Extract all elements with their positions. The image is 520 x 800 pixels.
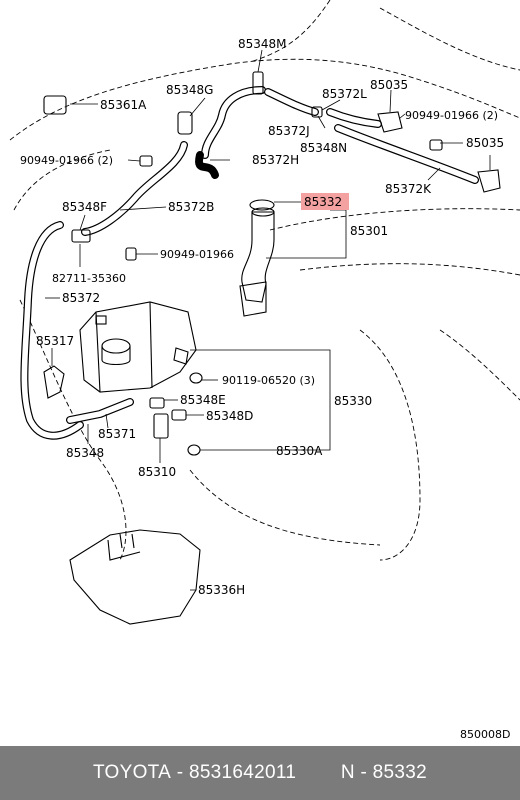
pump-assembly (43, 365, 203, 456)
parts-diagram: 85348M 85348G 85361A 85035 85372L 90949-… (9, 0, 520, 741)
grommet-85330a (187, 444, 201, 456)
label-85301[interactable]: 85301 (350, 224, 388, 238)
label-85348d[interactable]: 85348D (206, 409, 253, 423)
label-85348g[interactable]: 85348G (166, 83, 213, 97)
motor-85317 (43, 365, 65, 399)
label-85310[interactable]: 85310 (138, 465, 176, 479)
footer-gap (296, 762, 341, 784)
bolt-90119 (189, 372, 203, 384)
label-85317[interactable]: 85317 (36, 334, 74, 348)
joint-85348e (149, 397, 165, 409)
label-85348f[interactable]: 85348F (62, 200, 107, 214)
nozzles-connectors (43, 71, 501, 261)
label-82711-35360[interactable]: 82711-35360 (52, 272, 126, 285)
label-90949-01966[interactable]: 90949-01966 (160, 248, 234, 261)
label-85372j[interactable]: 85372J (268, 124, 310, 138)
footer-ref-prefix: N - (340, 762, 373, 783)
part-labels: 85348M 85348G 85361A 85035 85372L 90949-… (20, 37, 510, 741)
footer-ref-number: 85332 (372, 762, 428, 783)
footer-bar: TOYOTA - 8531642011 N - 85332 (0, 746, 520, 800)
clip-90949-b (429, 139, 443, 151)
label-85372k[interactable]: 85372K (385, 182, 432, 196)
joint-85372j (311, 106, 323, 118)
label-90119-06520-3[interactable]: 90119-06520 (3) (222, 374, 315, 387)
joint-85348d (171, 409, 187, 421)
footer-brand: TOYOTA (92, 762, 172, 783)
diagram-code: 850008D (460, 728, 510, 741)
filler-neck-85301 (239, 199, 275, 317)
label-90949-01966-2-b[interactable]: 90949-01966 (2) (20, 154, 113, 167)
nozzle-85035-a (377, 111, 403, 133)
highlight-box-85332 (301, 193, 349, 210)
gasket-85332 (249, 199, 275, 211)
footer-separator: - (171, 762, 189, 783)
leader-lines (45, 49, 491, 591)
label-85035-a[interactable]: 85035 (370, 78, 408, 92)
label-85372h[interactable]: 85372H (252, 153, 299, 167)
joint-85348g (177, 111, 193, 135)
joint-82711 (71, 229, 91, 243)
washer-tank-85330 (79, 301, 197, 393)
label-85372[interactable]: 85372 (62, 291, 100, 305)
label-85330[interactable]: 85330 (334, 394, 372, 408)
nozzle-85035-b (477, 169, 501, 193)
label-85336h[interactable]: 85336H (198, 583, 245, 597)
label-85332[interactable]: 85332 (304, 195, 342, 209)
label-85372l[interactable]: 85372L (322, 87, 367, 101)
pump-85310 (153, 413, 169, 439)
clip-90949-a (139, 155, 153, 167)
upper-hoses (20, 86, 479, 440)
label-85348e[interactable]: 85348E (180, 393, 226, 407)
label-85348[interactable]: 85348 (66, 446, 104, 460)
label-85035-b[interactable]: 85035 (466, 136, 504, 150)
clip-90949-c (125, 247, 137, 261)
label-85348n[interactable]: 85348N (300, 141, 347, 155)
splash-shield-85336h (69, 529, 201, 625)
clamp-85361a (43, 95, 67, 115)
label-90949-01966-2-a[interactable]: 90949-01966 (2) (405, 109, 498, 122)
label-85348m[interactable]: 85348M (238, 37, 287, 51)
label-85371[interactable]: 85371 (98, 427, 136, 441)
label-85372b[interactable]: 85372B (168, 200, 214, 214)
label-85330a[interactable]: 85330A (276, 444, 323, 458)
footer-part-number: 8531642011 (188, 762, 297, 783)
label-85361a[interactable]: 85361A (100, 98, 147, 112)
